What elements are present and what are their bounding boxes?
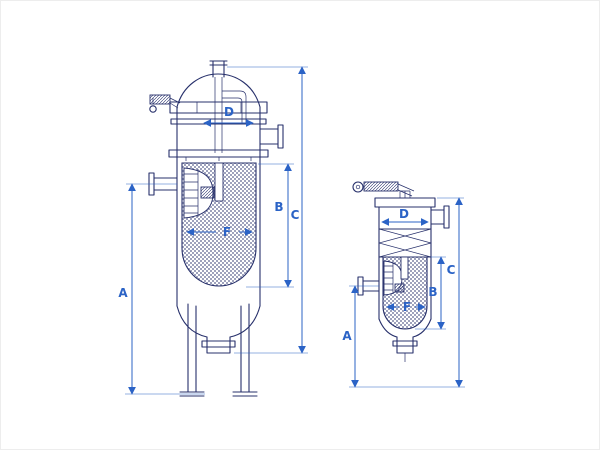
shell-wall	[378, 206, 432, 320]
dim-label-b: B	[274, 200, 283, 214]
side-nozzle	[259, 124, 284, 149]
dimension-d: D	[381, 207, 429, 226]
dimension-c: C	[227, 66, 308, 354]
dimension-f: F	[186, 225, 253, 239]
dim-label-f: F	[403, 300, 411, 314]
outlet-nozzle	[378, 318, 432, 362]
standpipe	[400, 256, 409, 280]
dim-label-b: B	[428, 285, 437, 299]
dim-label-a: A	[118, 286, 128, 300]
internal-piping	[214, 77, 247, 153]
dim-label-d: D	[399, 207, 409, 221]
filter-basket	[382, 256, 428, 330]
figure-left: D A B C F	[118, 60, 308, 397]
top-nozzle	[209, 60, 228, 78]
girth-flange	[168, 149, 269, 161]
dimension-d: D	[203, 105, 254, 127]
dim-label-f: F	[223, 225, 231, 239]
dim-label-a: A	[342, 329, 352, 343]
filter-basket	[181, 162, 257, 287]
shell-wall	[176, 106, 261, 307]
dim-label-d: D	[224, 105, 234, 119]
standpipe	[214, 162, 224, 202]
lid	[374, 190, 436, 208]
dimension-c: C	[437, 197, 464, 388]
clamp-band	[169, 101, 268, 114]
distributor-block	[394, 283, 405, 293]
dimension-b: B	[415, 256, 446, 330]
dimension-f: F	[386, 300, 426, 314]
top-dome	[176, 73, 261, 108]
side-nozzle	[430, 205, 450, 229]
support-legs	[179, 303, 258, 397]
dim-label-c: C	[291, 208, 300, 222]
distributor-block	[200, 186, 215, 199]
dimension-b: B	[246, 163, 294, 288]
figure-right: D A B C F	[342, 181, 465, 388]
clamp-lever-icon	[149, 94, 181, 113]
dim-label-c: C	[447, 263, 456, 277]
clamp-lever-icon	[352, 181, 415, 198]
dimension-a: A	[342, 285, 465, 388]
scissor-element	[378, 228, 432, 258]
dimension-a: A	[118, 183, 205, 395]
outlet-nozzle	[176, 305, 261, 354]
